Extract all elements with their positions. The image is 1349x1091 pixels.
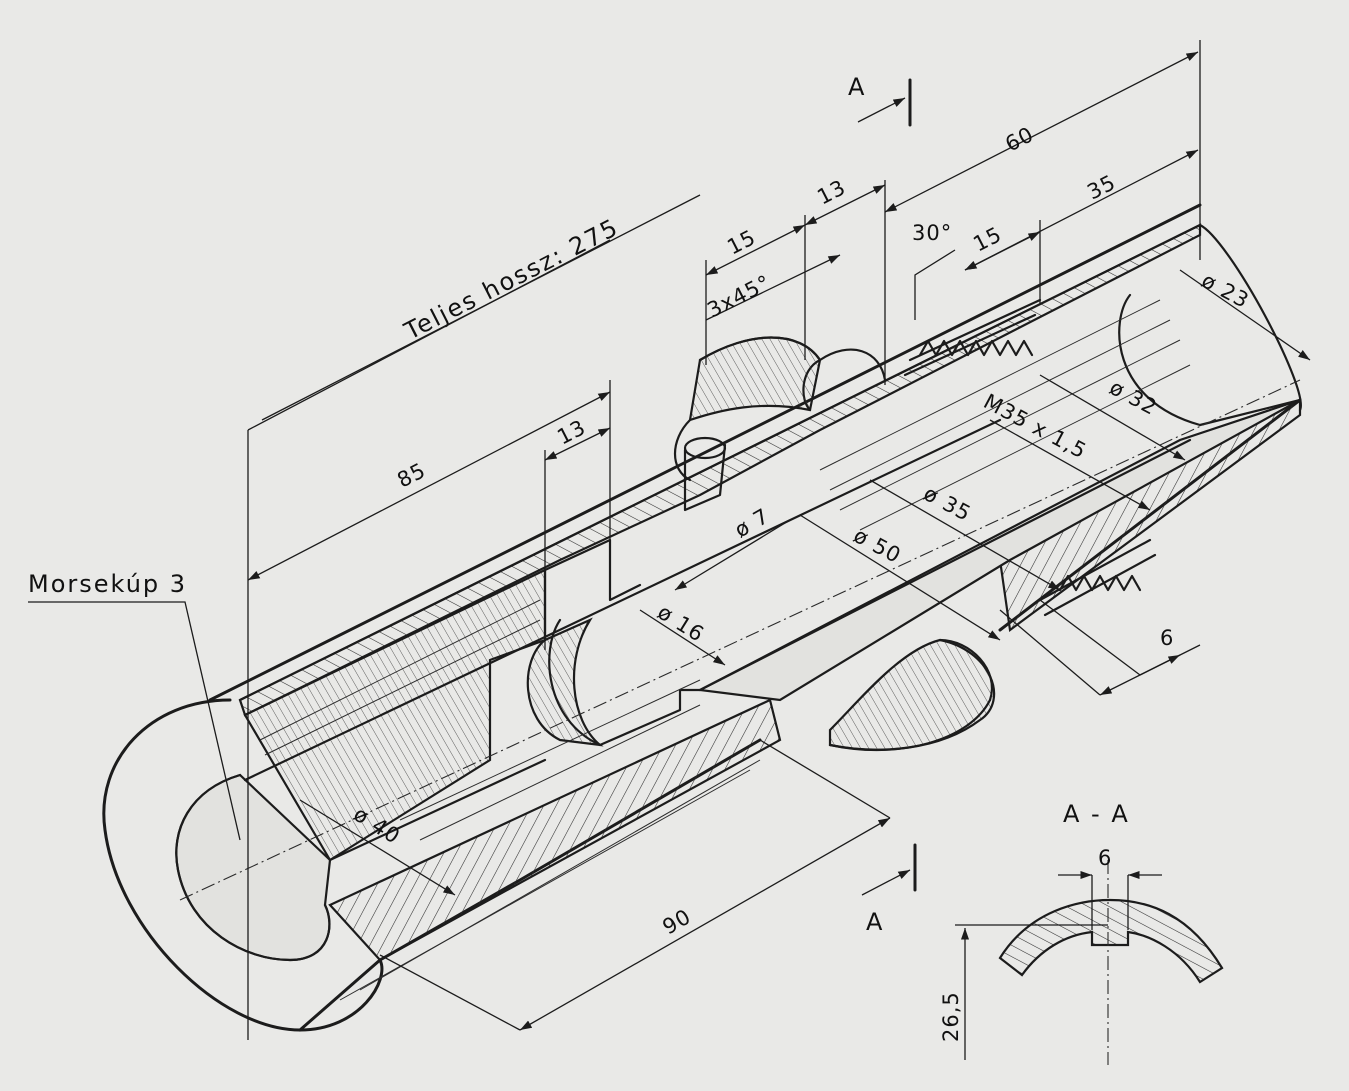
shaft-body — [102, 203, 1302, 1032]
dim-60: 60 — [1001, 122, 1037, 156]
dim-35: 35 — [1083, 170, 1119, 204]
section-letter-top: A — [848, 73, 866, 101]
section-marker-top: A — [848, 73, 912, 127]
dim-dia23: ø 23 — [1198, 268, 1254, 313]
dim-dia50: ø 50 — [850, 523, 906, 568]
section-marker-bottom: A — [861, 843, 917, 936]
dim-90: 90 — [659, 904, 696, 939]
morse-taper-label: Morsekúp 3 — [28, 570, 187, 598]
thread — [903, 298, 1157, 617]
section-detail: A - A 6 26,5 — [939, 800, 1224, 1065]
dim-13-mid: 13 — [553, 415, 589, 449]
dim-6: 6 — [1160, 626, 1174, 650]
dim-angle-30: 30° — [912, 221, 952, 245]
section-dim-6: 6 — [1098, 846, 1112, 870]
dim-85: 85 — [393, 458, 429, 492]
section-dim-26-5: 26,5 — [939, 991, 963, 1042]
section-letter-bottom: A — [866, 908, 884, 936]
total-length-label: Teljes hossz: 275 — [399, 213, 623, 346]
dim-chamfer: 3x45° — [703, 270, 774, 322]
dim-dia35: ø 35 — [920, 481, 976, 526]
dim-dia7: ø 7 — [731, 504, 774, 543]
dim-dia16: ø 16 — [653, 600, 708, 647]
dim-13-top: 13 — [813, 175, 849, 209]
dim-thread: M35 x 1,5 — [980, 389, 1091, 463]
surface-shading — [259, 299, 1191, 1001]
section-title: A - A — [1063, 800, 1130, 828]
dim-15-top: 15 — [723, 225, 759, 259]
